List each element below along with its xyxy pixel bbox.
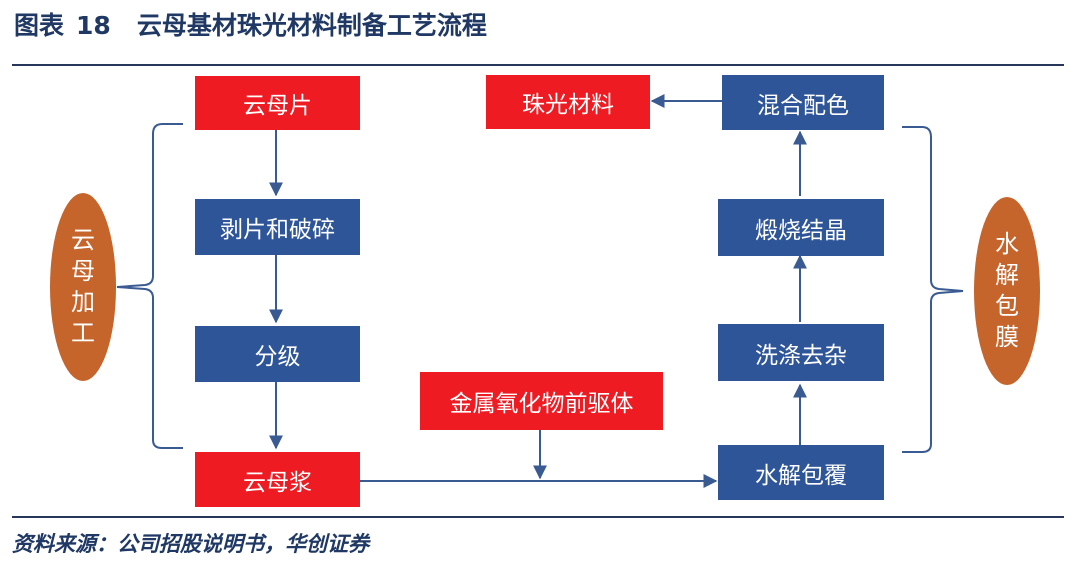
group-char: 包 [995,292,1019,320]
group-char: 解 [995,261,1019,289]
node-pearl-material: 珠光材料 [486,75,650,129]
group-char: 膜 [995,323,1019,351]
node-mix-color: 混合配色 [722,75,884,130]
figure-title-text: 云母基材珠光材料制备工艺流程 [136,11,487,40]
top-divider [12,64,1064,66]
node-classify: 分级 [195,326,360,382]
node-metal-oxide-precursor: 金属氧化物前驱体 [420,372,663,430]
group-label-mica-processing: 云 母 加 工 [50,193,116,381]
node-calcine-crystallize: 煅烧结晶 [718,199,884,256]
figure-title: 图表 18 云母基材珠光材料制备工艺流程 [14,8,487,44]
group-label-hydrolysis-coating: 水 解 包 膜 [974,197,1040,385]
source-note: 资料来源：公司招股说明书，华创证券 [12,532,369,556]
group-char: 母 [71,257,95,285]
group-char: 加 [71,288,95,316]
bottom-divider [12,516,1064,518]
right-bracket [902,126,964,453]
node-hydrolysis-coating: 水解包覆 [718,445,884,500]
figure-label: 图表 [14,11,65,40]
left-bracket [116,123,183,449]
group-char: 云 [71,226,95,254]
node-peel-crush: 剥片和破碎 [195,199,360,255]
node-wash-purify: 洗涤去杂 [718,324,884,381]
figure-number: 18 [76,11,111,40]
node-mica-flake: 云母片 [195,76,360,130]
group-char: 水 [995,230,1019,258]
group-char: 工 [71,319,95,347]
node-mica-slurry: 云母浆 [195,452,360,507]
